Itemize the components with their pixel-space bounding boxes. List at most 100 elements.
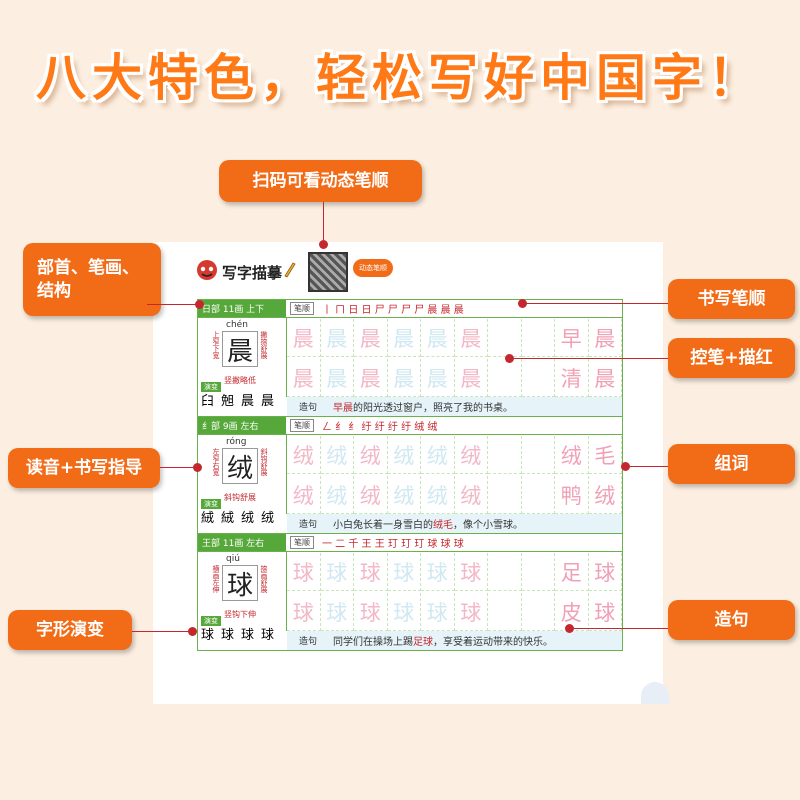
- tracing-cell[interactable]: 球: [354, 593, 388, 631]
- tracing-cell[interactable]: 晨: [320, 319, 354, 357]
- worksheet-title-text: 写字描摹: [222, 263, 283, 282]
- pinyin: qiú: [226, 554, 240, 564]
- tracing-cell[interactable]: [521, 436, 555, 474]
- tracing-cell[interactable]: 晨: [588, 359, 622, 397]
- tracing-cell[interactable]: 早: [555, 319, 589, 357]
- tracing-cell[interactable]: 绒: [387, 476, 421, 514]
- evolution-label: 演变: [201, 616, 221, 626]
- tracing-cell[interactable]: 球: [287, 593, 321, 631]
- tracing-cell[interactable]: 球: [320, 553, 354, 591]
- evolution-glyph: 球: [201, 628, 215, 643]
- connector-radical: [147, 304, 197, 305]
- tracing-cell[interactable]: [521, 359, 555, 397]
- tracing-cell[interactable]: [521, 476, 555, 514]
- stroke-sequence: 丨 ㄇ 日 日 尸 尸 尸 尸 晨 晨 晨: [322, 305, 464, 316]
- connector-dot-radical: [195, 300, 204, 309]
- tracing-cell[interactable]: 清: [555, 359, 589, 397]
- sentence-label: 造句: [299, 520, 318, 530]
- tracing-cell[interactable]: 晨: [287, 359, 321, 397]
- stroke-order: 笔顺一 二 千 王 王 玎 玎 玎 球 球 球: [290, 535, 464, 550]
- tracing-cell[interactable]: 球: [588, 553, 622, 591]
- radical-note: 竖钩下伸: [224, 610, 256, 619]
- tracing-cell[interactable]: 球: [320, 593, 354, 631]
- tracing-cell[interactable]: [488, 359, 522, 397]
- opera-mask-icon: [196, 259, 218, 285]
- stroke-label: 笔顺: [290, 419, 314, 432]
- callout-radical: 部首、笔画、 结构: [23, 243, 161, 316]
- tracing-cell[interactable]: 球: [287, 553, 321, 591]
- tracing-cell[interactable]: 绒: [320, 476, 354, 514]
- sentence-pre: 小白兔长着一身雪白的: [333, 520, 434, 531]
- callout-pinyin: 读音+书写指导: [8, 448, 160, 488]
- tracing-cell[interactable]: [488, 319, 522, 357]
- tracing-cell[interactable]: 晨: [454, 319, 488, 357]
- tracing-cell[interactable]: 绒: [320, 436, 354, 474]
- tracing-cell[interactable]: 球: [421, 553, 455, 591]
- tracing-cell[interactable]: 球: [421, 593, 455, 631]
- main-character: 球: [222, 565, 258, 601]
- cloud-decoration: [641, 682, 669, 704]
- glyph-evolution: 演变球球球球: [198, 616, 286, 646]
- tracing-cell[interactable]: 绒: [287, 436, 321, 474]
- connector-stroke-order: [525, 303, 668, 304]
- block-header: 日部 11画 上下: [198, 300, 286, 317]
- tracing-cell[interactable]: 晨: [588, 319, 622, 357]
- tracing-cell[interactable]: 球: [454, 553, 488, 591]
- tracing-cell[interactable]: 毛: [588, 436, 622, 474]
- tracing-cell[interactable]: 晨: [421, 319, 455, 357]
- tracing-cell[interactable]: [521, 593, 555, 631]
- writing-tip-right: 捺画舒展: [260, 565, 268, 593]
- tracing-cell[interactable]: 晨: [387, 359, 421, 397]
- radical-note: 竖撇略低: [224, 376, 256, 385]
- connector-pinyin: [160, 467, 195, 468]
- tracing-cell[interactable]: 球: [588, 593, 622, 631]
- tracing-cell[interactable]: [488, 476, 522, 514]
- tracing-cell[interactable]: 绒: [354, 476, 388, 514]
- stroke-sequence: 一 二 千 王 王 玎 玎 玎 球 球 球: [322, 539, 464, 550]
- sentence-post: 的阳光透过窗户，照亮了我的书桌。: [353, 403, 514, 414]
- tracing-cell[interactable]: [521, 553, 555, 591]
- writing-tip-right: 撇捺舒展: [260, 331, 268, 359]
- callout-trace: 控笔+描红: [668, 338, 795, 378]
- tracing-cell[interactable]: 鸭: [555, 476, 589, 514]
- tracing-cell[interactable]: 绒: [354, 436, 388, 474]
- tracing-cell[interactable]: 绒: [387, 436, 421, 474]
- tracing-cell[interactable]: 球: [354, 553, 388, 591]
- tracing-cell[interactable]: 绒: [421, 476, 455, 514]
- stroke-label: 笔顺: [290, 536, 314, 549]
- callout-evolution: 字形演变: [8, 610, 132, 650]
- tracing-cell[interactable]: 晨: [387, 319, 421, 357]
- tracing-cell[interactable]: 晨: [421, 359, 455, 397]
- tracing-cell[interactable]: 晨: [454, 359, 488, 397]
- tracing-cell[interactable]: 球: [454, 593, 488, 631]
- tracing-cell[interactable]: 绒: [588, 476, 622, 514]
- tracing-cell[interactable]: 球: [387, 593, 421, 631]
- tracing-cell[interactable]: 绒: [421, 436, 455, 474]
- tracing-cell[interactable]: 晨: [320, 359, 354, 397]
- tracing-cell[interactable]: [488, 436, 522, 474]
- tracing-cell[interactable]: 晨: [354, 359, 388, 397]
- tracing-cell[interactable]: [488, 553, 522, 591]
- tracing-cell[interactable]: [521, 319, 555, 357]
- example-sentence: 造句小白兔长着一身雪白的绒毛，像个小雪球。: [287, 514, 622, 533]
- divider: [198, 317, 622, 318]
- tracing-cell[interactable]: [488, 593, 522, 631]
- tracing-cell[interactable]: 足: [555, 553, 589, 591]
- tracing-cell[interactable]: 晨: [287, 319, 321, 357]
- evolution-label: 演变: [201, 499, 221, 509]
- tracing-cell[interactable]: 晨: [354, 319, 388, 357]
- pinyin: róng: [226, 437, 247, 447]
- sentence-pre: 同学们在操场上踢: [333, 637, 414, 648]
- qr-code-icon[interactable]: [308, 252, 348, 292]
- connector-trace: [512, 358, 668, 359]
- tracing-cell[interactable]: 绒: [555, 436, 589, 474]
- evolution-glyph: 𦥑: [201, 394, 215, 409]
- stroke-sequence: ㄥ 纟 纟 纡 纡 纡 纡 绒 绒: [322, 422, 438, 433]
- divider: [198, 434, 622, 435]
- tracing-cell[interactable]: 绒: [287, 476, 321, 514]
- tracing-cell[interactable]: 球: [387, 553, 421, 591]
- stroke-label: 笔顺: [290, 302, 314, 315]
- tracing-cell[interactable]: 绒: [454, 436, 488, 474]
- tracing-cell[interactable]: 绒: [454, 476, 488, 514]
